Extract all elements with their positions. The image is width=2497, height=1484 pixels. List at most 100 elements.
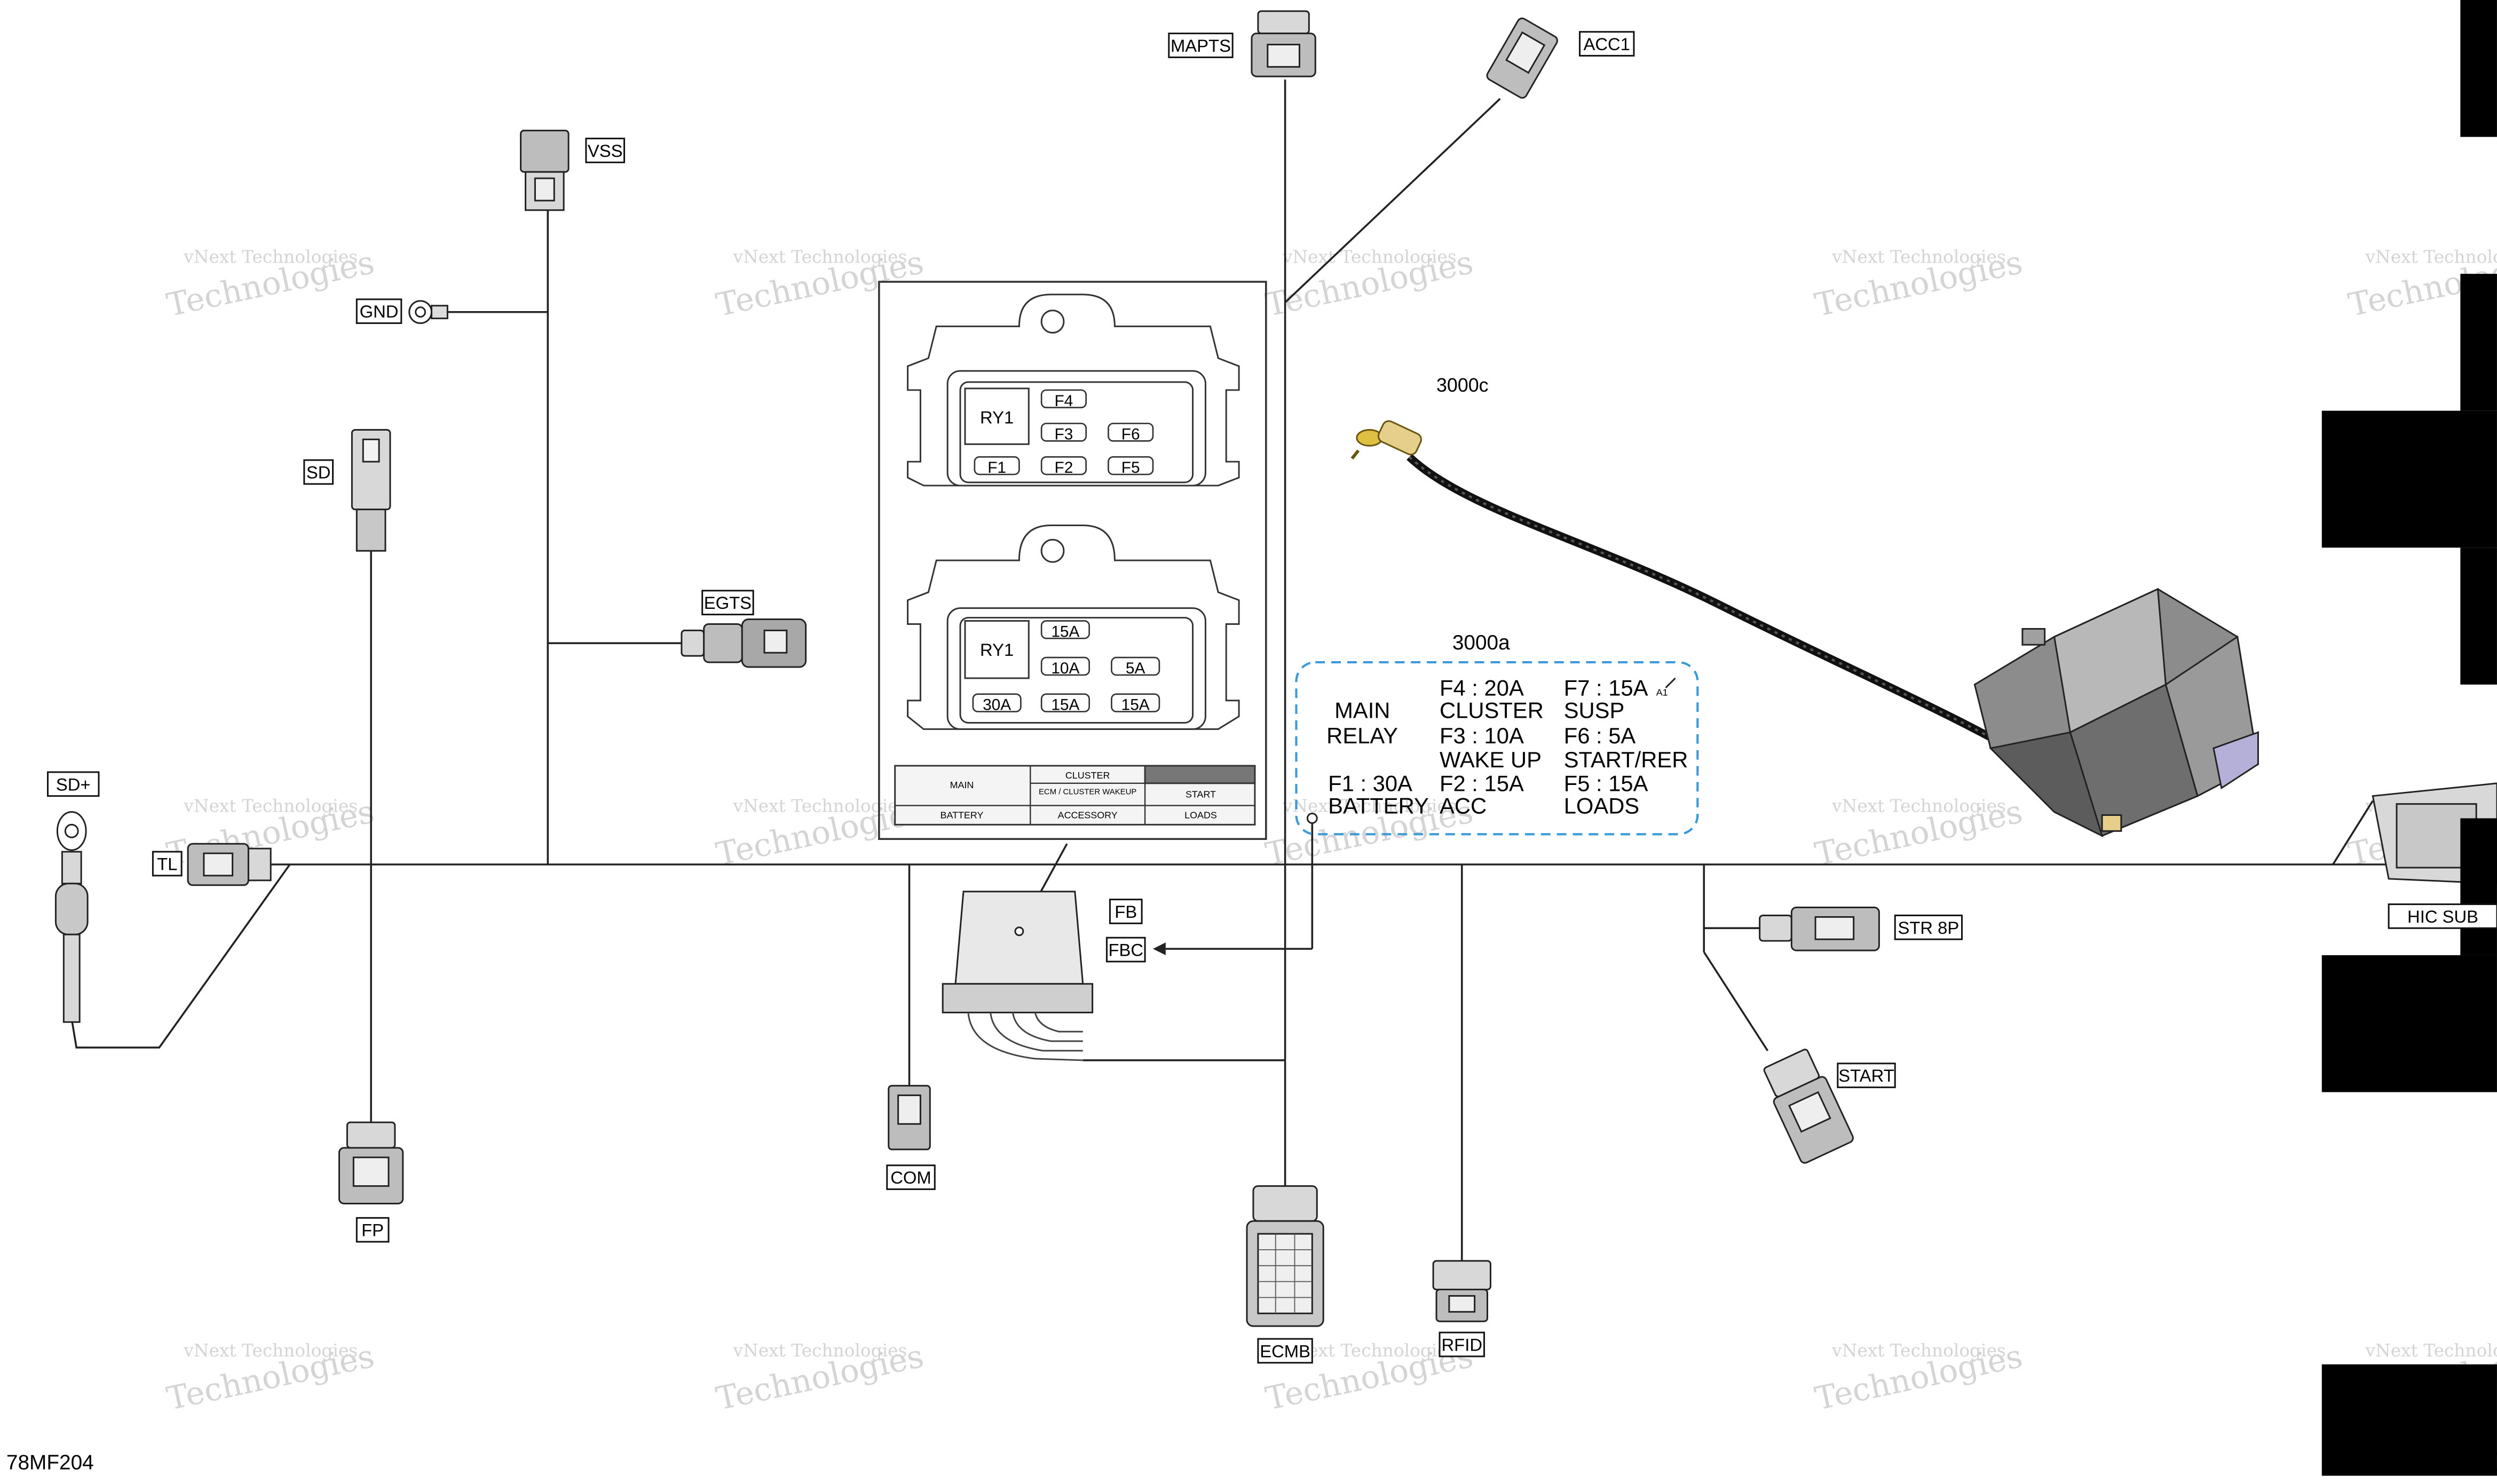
tag-tl: TL bbox=[152, 851, 183, 877]
callout-3000a: 3000a bbox=[1452, 631, 1510, 654]
tag-str8p: STR 8P bbox=[1894, 914, 1963, 940]
a1-arrow bbox=[1665, 677, 1676, 688]
rating-15a-1: 15A bbox=[1051, 623, 1079, 640]
connector-mapts bbox=[1251, 10, 1316, 77]
svg-text:vNext Technologies: vNext Technologies bbox=[1282, 247, 1457, 267]
legend-start: START bbox=[1186, 789, 1216, 800]
fuse-info-f3: F3 : 10A bbox=[1440, 723, 1524, 748]
callout-a1: A1 bbox=[1656, 687, 1668, 698]
connector-com bbox=[888, 1085, 931, 1150]
connector-fb bbox=[942, 891, 1094, 1061]
tag-label-egts: EGTS bbox=[704, 593, 752, 613]
connector-ecmb bbox=[1246, 1185, 1324, 1327]
legend-battery: BATTERY bbox=[941, 810, 984, 820]
rating-10a: 10A bbox=[1051, 660, 1079, 677]
tag-com: COM bbox=[886, 1164, 936, 1191]
fuse-info-main: MAIN bbox=[1334, 698, 1390, 723]
tag-ecmb: ECMB bbox=[1257, 1338, 1313, 1364]
connector-fp bbox=[338, 1121, 404, 1204]
svg-text:vNext Technologies: vNext Technologies bbox=[1831, 1340, 2006, 1361]
fbc-arrowhead bbox=[1152, 942, 1166, 956]
fuse-info-f6: F6 : 5A bbox=[1564, 723, 1636, 748]
fuse-label-f1: F1 bbox=[987, 459, 1006, 477]
tag-label-hic-sub: HIC SUB bbox=[2407, 907, 2478, 926]
fuse-label-f2: F2 bbox=[1055, 459, 1073, 477]
legend-ecm-wakeup: ECM / CLUSTER WAKEUP bbox=[1039, 788, 1136, 797]
top-relay-label: RY1 bbox=[980, 408, 1014, 427]
legend-accessory: ACCESSORY bbox=[1058, 810, 1118, 820]
tag-label-fb: FB bbox=[1115, 902, 1137, 922]
fuse-info-loads: LOADS bbox=[1564, 793, 1640, 819]
fuse-info-acc: ACC bbox=[1440, 793, 1487, 819]
svg-text:vNext Technologies: vNext Technologies bbox=[1282, 796, 1457, 816]
tag-label-sd: SD bbox=[306, 463, 331, 482]
fuse-label-f5: F5 bbox=[1121, 459, 1140, 477]
rating-15a-3: 15A bbox=[1121, 696, 1150, 714]
connector-tl bbox=[187, 843, 272, 886]
fuse-label-f3: F3 bbox=[1055, 425, 1073, 443]
connector-acc1 bbox=[1486, 17, 1558, 99]
svg-text:vNext Technologies: vNext Technologies bbox=[2365, 1340, 2497, 1361]
fuse-box-drawing bbox=[878, 281, 1267, 840]
fuse-info-text: MAIN RELAY F4 : 20A CLUSTER F3 : 10A WAK… bbox=[1326, 676, 1688, 819]
callout-3000c: 3000c bbox=[1436, 375, 1489, 396]
svg-text:vNext Technologies: vNext Technologies bbox=[183, 1340, 358, 1361]
bottom-relay-label: RY1 bbox=[980, 640, 1014, 660]
fuse-info-f1: F1 : 30A bbox=[1328, 771, 1412, 796]
connector-sd-plus bbox=[54, 811, 89, 1023]
page-edge-blocks bbox=[2321, 0, 2497, 1476]
tag-acc1: ACC1 bbox=[1579, 31, 1635, 57]
tag-start: START bbox=[1837, 1062, 1896, 1089]
svg-text:vNext Technologies: vNext Technologies bbox=[183, 247, 358, 267]
tag-label-fp: FP bbox=[361, 1220, 384, 1240]
tag-label-ecmb: ECMB bbox=[1260, 1341, 1310, 1361]
rating-30a: 30A bbox=[983, 696, 1011, 714]
tag-egts: EGTS bbox=[701, 590, 754, 616]
connector-sd bbox=[351, 429, 391, 552]
tag-fbc: FBC bbox=[1105, 937, 1146, 963]
fuse-info-battery: BATTERY bbox=[1328, 793, 1429, 819]
fuse-info-susp: SUSP bbox=[1564, 698, 1625, 723]
tag-label-acc1: ACC1 bbox=[1584, 34, 1631, 54]
svg-text:vNext Technologies: vNext Technologies bbox=[733, 247, 907, 267]
fuse-info-f7: F7 : 15A bbox=[1564, 676, 1648, 701]
legend-main: MAIN bbox=[950, 780, 974, 790]
svg-text:vNext Technologies: vNext Technologies bbox=[183, 796, 358, 816]
drawing-code: 78MF204 bbox=[6, 1451, 94, 1474]
legend-table bbox=[894, 765, 1256, 826]
tag-vss: VSS bbox=[585, 138, 625, 163]
connector-start bbox=[1763, 1049, 1854, 1164]
connector-gnd-ring bbox=[408, 300, 448, 324]
tag-sd-plus: SD+ bbox=[47, 771, 100, 797]
tag-label-sd-plus: SD+ bbox=[56, 774, 91, 794]
tag-fb: FB bbox=[1109, 899, 1143, 924]
connector-rfid bbox=[1432, 1260, 1491, 1322]
tag-rfid: RFID bbox=[1439, 1331, 1485, 1358]
legend-cluster: CLUSTER bbox=[1065, 770, 1110, 781]
rating-5a: 5A bbox=[1126, 660, 1145, 677]
fuse-info-f4: F4 : 20A bbox=[1440, 676, 1524, 701]
tag-sd: SD bbox=[303, 459, 334, 485]
tag-gnd: GND bbox=[355, 298, 402, 324]
tag-hic-sub: HIC SUB bbox=[2388, 903, 2497, 929]
svg-text:vNext Technologies: vNext Technologies bbox=[733, 1340, 907, 1361]
tag-label-str8p: STR 8P bbox=[1898, 918, 1959, 938]
fuse-box-bottom-labels bbox=[972, 620, 1160, 712]
battery-terminal-3000c bbox=[1350, 420, 1422, 460]
fuse-info-relay: RELAY bbox=[1326, 723, 1398, 748]
fuse-label-f6: F6 bbox=[1121, 425, 1140, 443]
callout-anchor-dot bbox=[1306, 813, 1318, 824]
svg-text:vNext Technologies: vNext Technologies bbox=[1831, 796, 2006, 816]
svg-text:vNext Technologies: vNext Technologies bbox=[1831, 247, 2006, 267]
tag-mapts: MAPTS bbox=[1168, 33, 1234, 58]
tag-label-start: START bbox=[1838, 1066, 1894, 1085]
